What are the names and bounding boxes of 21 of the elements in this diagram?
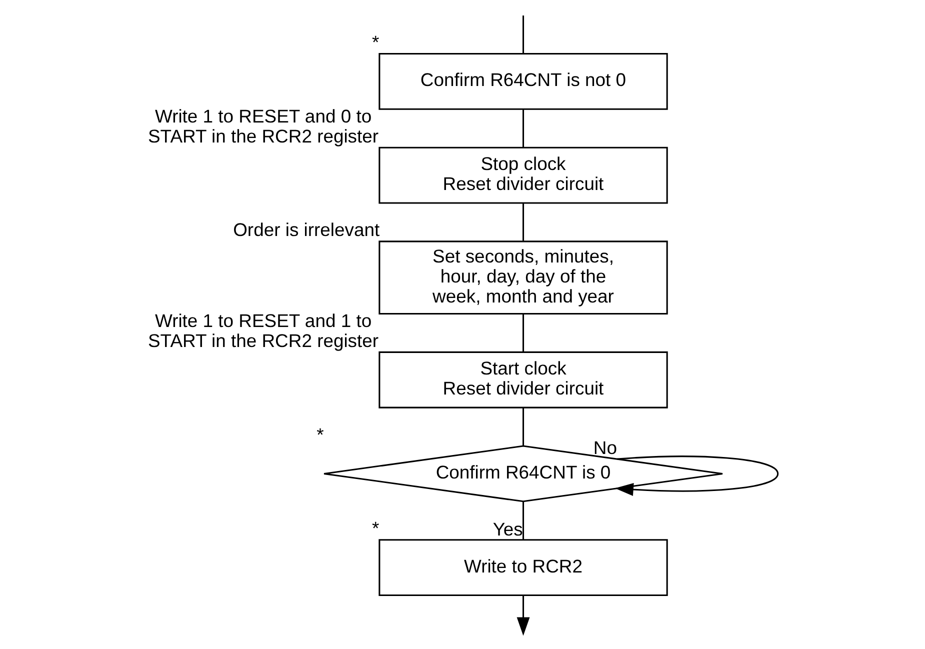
node-label: Write 1 to RESET and 1 to START in the RCR2 register	[148, 310, 379, 351]
node-label: *	[316, 424, 324, 445]
connector	[522, 314, 524, 352]
node-label: *	[372, 518, 380, 539]
connector	[522, 203, 524, 241]
connector	[522, 109, 524, 148]
edge-label: Yes	[492, 518, 523, 540]
node-label: Write 1 to RESET and 0 to START in the RCR2 register	[148, 105, 379, 146]
connector	[522, 408, 524, 446]
connector	[522, 502, 524, 540]
node-box: Confirm R64CNT is not 0	[378, 53, 668, 110]
node-box: Write to RCR2	[378, 539, 668, 596]
edge-label: No	[593, 436, 617, 458]
connector	[522, 16, 524, 54]
arrow	[614, 456, 779, 496]
node-box: Start clock Reset divider circuit	[378, 351, 668, 408]
arrow	[516, 595, 530, 636]
node-box: Set seconds, minutes, hour, day, day of the week, month and year	[378, 240, 668, 314]
node-box: Stop clock Reset divider circuit	[378, 146, 668, 204]
node-label: *	[372, 32, 380, 53]
node-label: Order is irrelevant	[233, 219, 380, 240]
